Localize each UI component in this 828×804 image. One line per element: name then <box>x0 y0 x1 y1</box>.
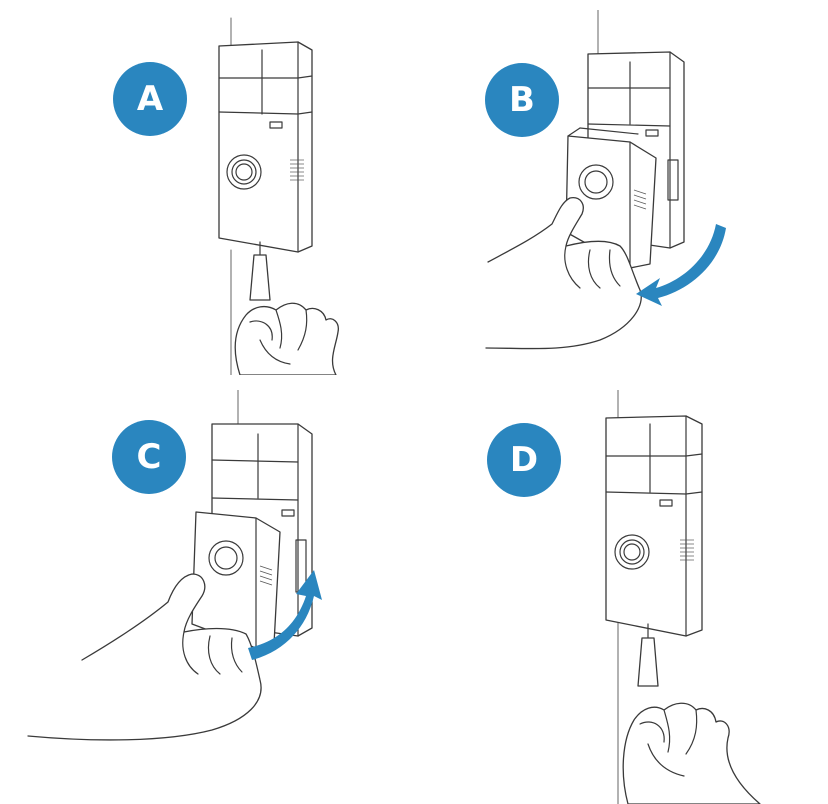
step-d-label: D <box>509 440 539 480</box>
direction-arrow-up <box>248 570 322 660</box>
step-c-panel: C <box>20 390 350 770</box>
step-d-badge: D <box>487 423 561 497</box>
doorbell-illustration-d <box>605 390 761 804</box>
step-b-panel: B <box>470 10 750 375</box>
step-a-badge: A <box>113 62 187 136</box>
doorbell-illustration-a <box>218 17 339 375</box>
step-b-label: B <box>509 80 535 120</box>
doorbell-illustration-c <box>27 390 322 741</box>
direction-arrow-down <box>636 224 726 306</box>
step-c-label: C <box>136 437 162 477</box>
step-a-panel: A <box>100 10 380 375</box>
step-d-panel: D <box>480 390 800 804</box>
step-a-label: A <box>136 79 164 119</box>
step-c-badge: C <box>112 420 186 494</box>
doorbell-illustration-b <box>485 10 726 350</box>
step-b-badge: B <box>485 63 559 137</box>
